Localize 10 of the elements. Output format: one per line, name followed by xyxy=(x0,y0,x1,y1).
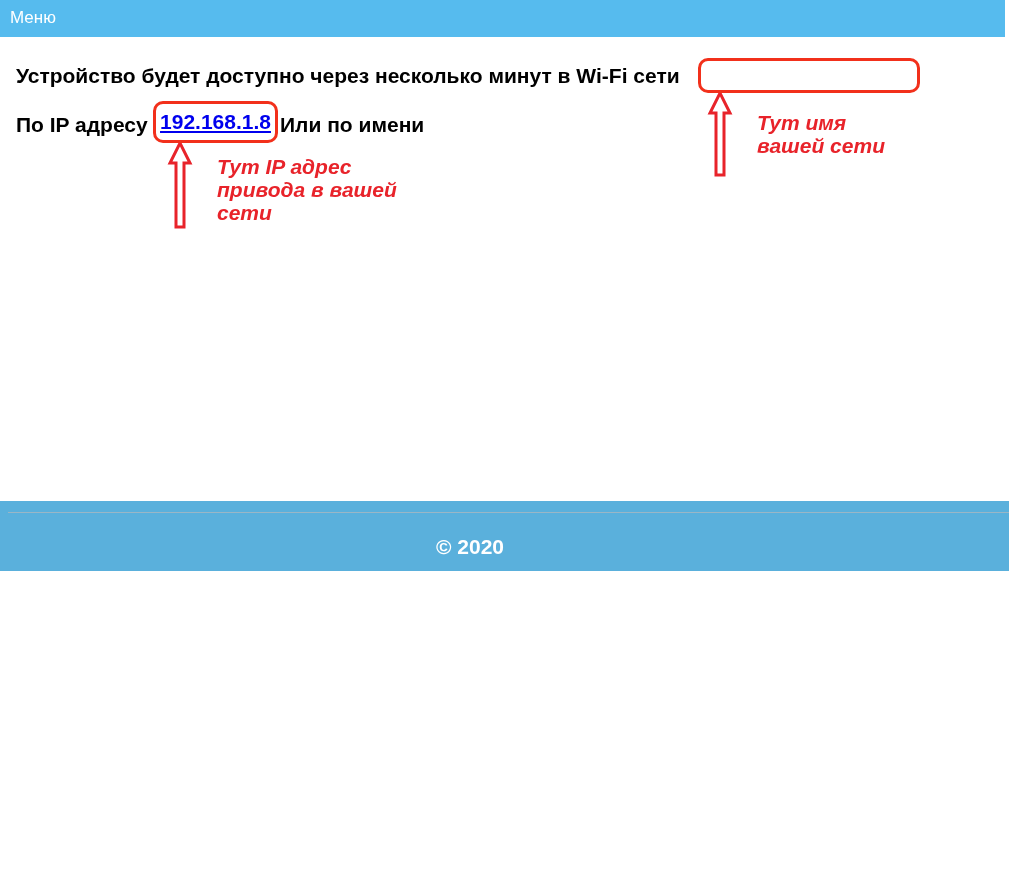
annotation-note: Тут IP адрес привода в вашей сети xyxy=(217,155,417,227)
status-message: Устройство будет доступно через несколько минут в Wi-Fi сети xyxy=(16,64,680,88)
ip-address-link: 192.168.1.8 xyxy=(160,110,271,134)
name-label: Или по имени xyxy=(280,113,425,137)
copyright-text: © 2020 xyxy=(436,535,505,559)
ip-label: По IP адресу xyxy=(16,113,148,137)
highlight-frame xyxy=(153,101,278,143)
highlight-frame xyxy=(698,58,920,93)
annotation-note: Тут имя вашей сети xyxy=(757,111,907,175)
menu-link: Меню xyxy=(10,8,56,28)
